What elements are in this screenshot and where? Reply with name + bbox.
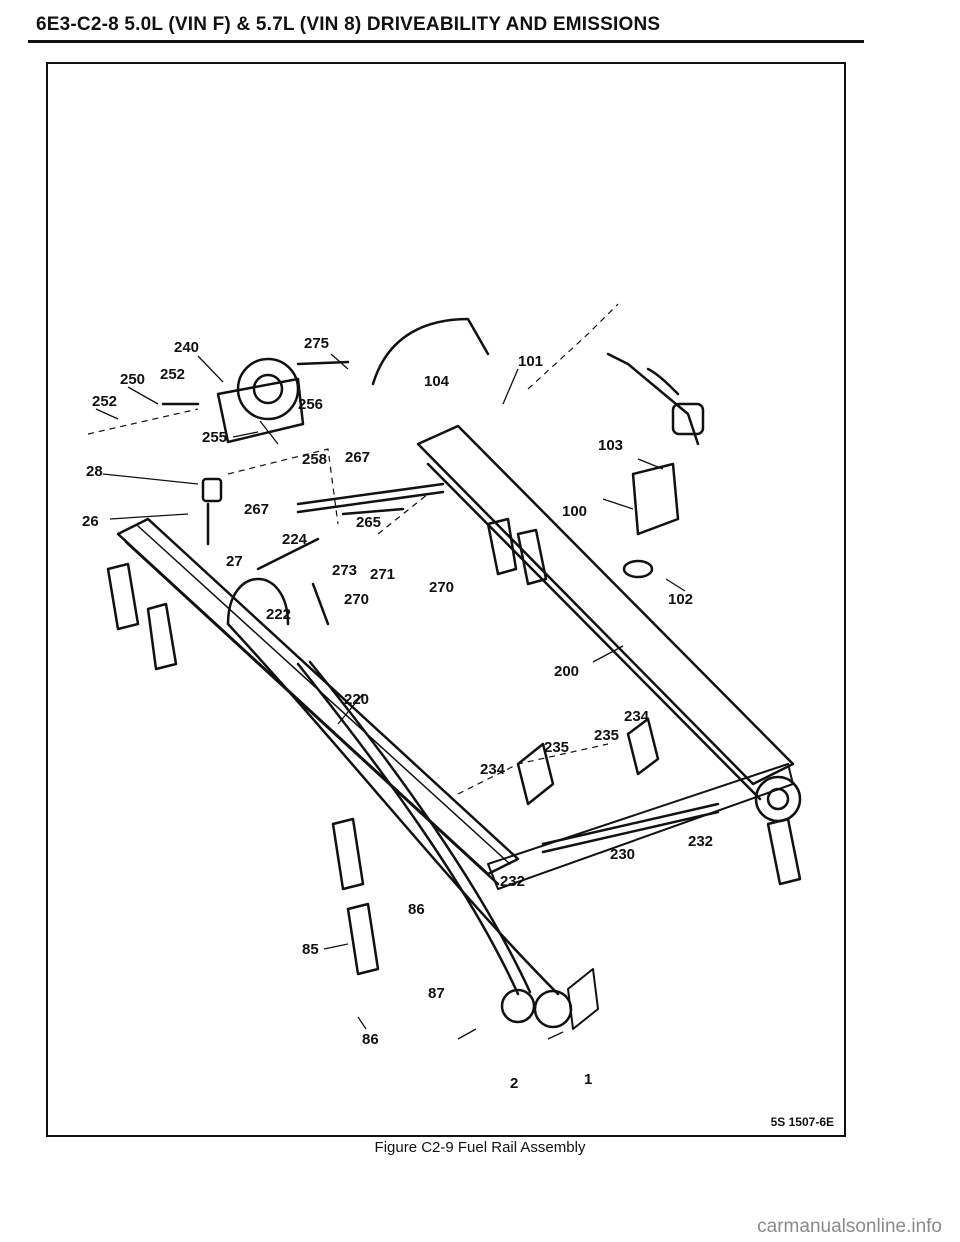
callout-86: 86 bbox=[408, 901, 425, 918]
watermark: carmanualsonline.info bbox=[757, 1216, 942, 1237]
callout-271: 271 bbox=[370, 566, 395, 583]
fuel-rail-illustration: 240 275 250 252 252 256 255 258 267 28 2… bbox=[82, 303, 802, 1092]
callout-267b: 267 bbox=[244, 501, 269, 518]
callout-102: 102 bbox=[668, 591, 693, 608]
callout-87: 87 bbox=[428, 985, 445, 1002]
callout-265: 265 bbox=[356, 514, 381, 531]
callout-235: 235 bbox=[594, 727, 619, 744]
callout-258: 258 bbox=[302, 451, 327, 468]
callout-234: 234 bbox=[624, 708, 650, 725]
header-rule bbox=[28, 40, 864, 43]
callout-240: 240 bbox=[174, 339, 199, 356]
callout-273: 273 bbox=[332, 562, 357, 579]
callout-85: 85 bbox=[302, 941, 319, 958]
callout-220: 220 bbox=[344, 691, 369, 708]
callout-230: 230 bbox=[610, 846, 635, 863]
callout-222: 222 bbox=[266, 606, 291, 623]
callout-250: 250 bbox=[120, 371, 145, 388]
callout-232: 232 bbox=[688, 833, 713, 850]
figure-code: 5S 1507-6E bbox=[770, 1115, 834, 1129]
callout-100: 100 bbox=[562, 503, 587, 520]
callout-224: 224 bbox=[282, 531, 308, 548]
callout-200: 200 bbox=[554, 663, 579, 680]
callout-26: 26 bbox=[82, 513, 99, 530]
callout-267: 267 bbox=[345, 449, 370, 466]
callout-252: 252 bbox=[160, 366, 185, 383]
callout-1: 1 bbox=[584, 1071, 592, 1088]
callout-234b: 234 bbox=[480, 761, 506, 778]
figure-frame: 240 275 250 252 252 256 255 258 267 28 2… bbox=[46, 62, 846, 1137]
callout-235b: 235 bbox=[544, 739, 569, 756]
callout-256: 256 bbox=[298, 396, 323, 413]
callout-252b: 252 bbox=[92, 393, 117, 410]
page-header: 6E3-C2-8 5.0L (VIN F) & 5.7L (VIN 8) DRI… bbox=[36, 14, 661, 35]
callout-28: 28 bbox=[86, 463, 103, 480]
callout-275: 275 bbox=[304, 335, 329, 352]
callout-255: 255 bbox=[202, 429, 227, 446]
callout-27: 27 bbox=[226, 553, 243, 570]
callout-2: 2 bbox=[510, 1075, 518, 1092]
callout-104: 104 bbox=[424, 373, 450, 390]
callout-101: 101 bbox=[518, 353, 543, 370]
callout-103: 103 bbox=[598, 437, 623, 454]
callout-86b: 86 bbox=[362, 1031, 379, 1048]
callout-270: 270 bbox=[429, 579, 454, 596]
callout-270b: 270 bbox=[344, 591, 369, 608]
figure-caption: Figure C2-9 Fuel Rail Assembly bbox=[374, 1139, 586, 1156]
callout-232b: 232 bbox=[500, 873, 525, 890]
